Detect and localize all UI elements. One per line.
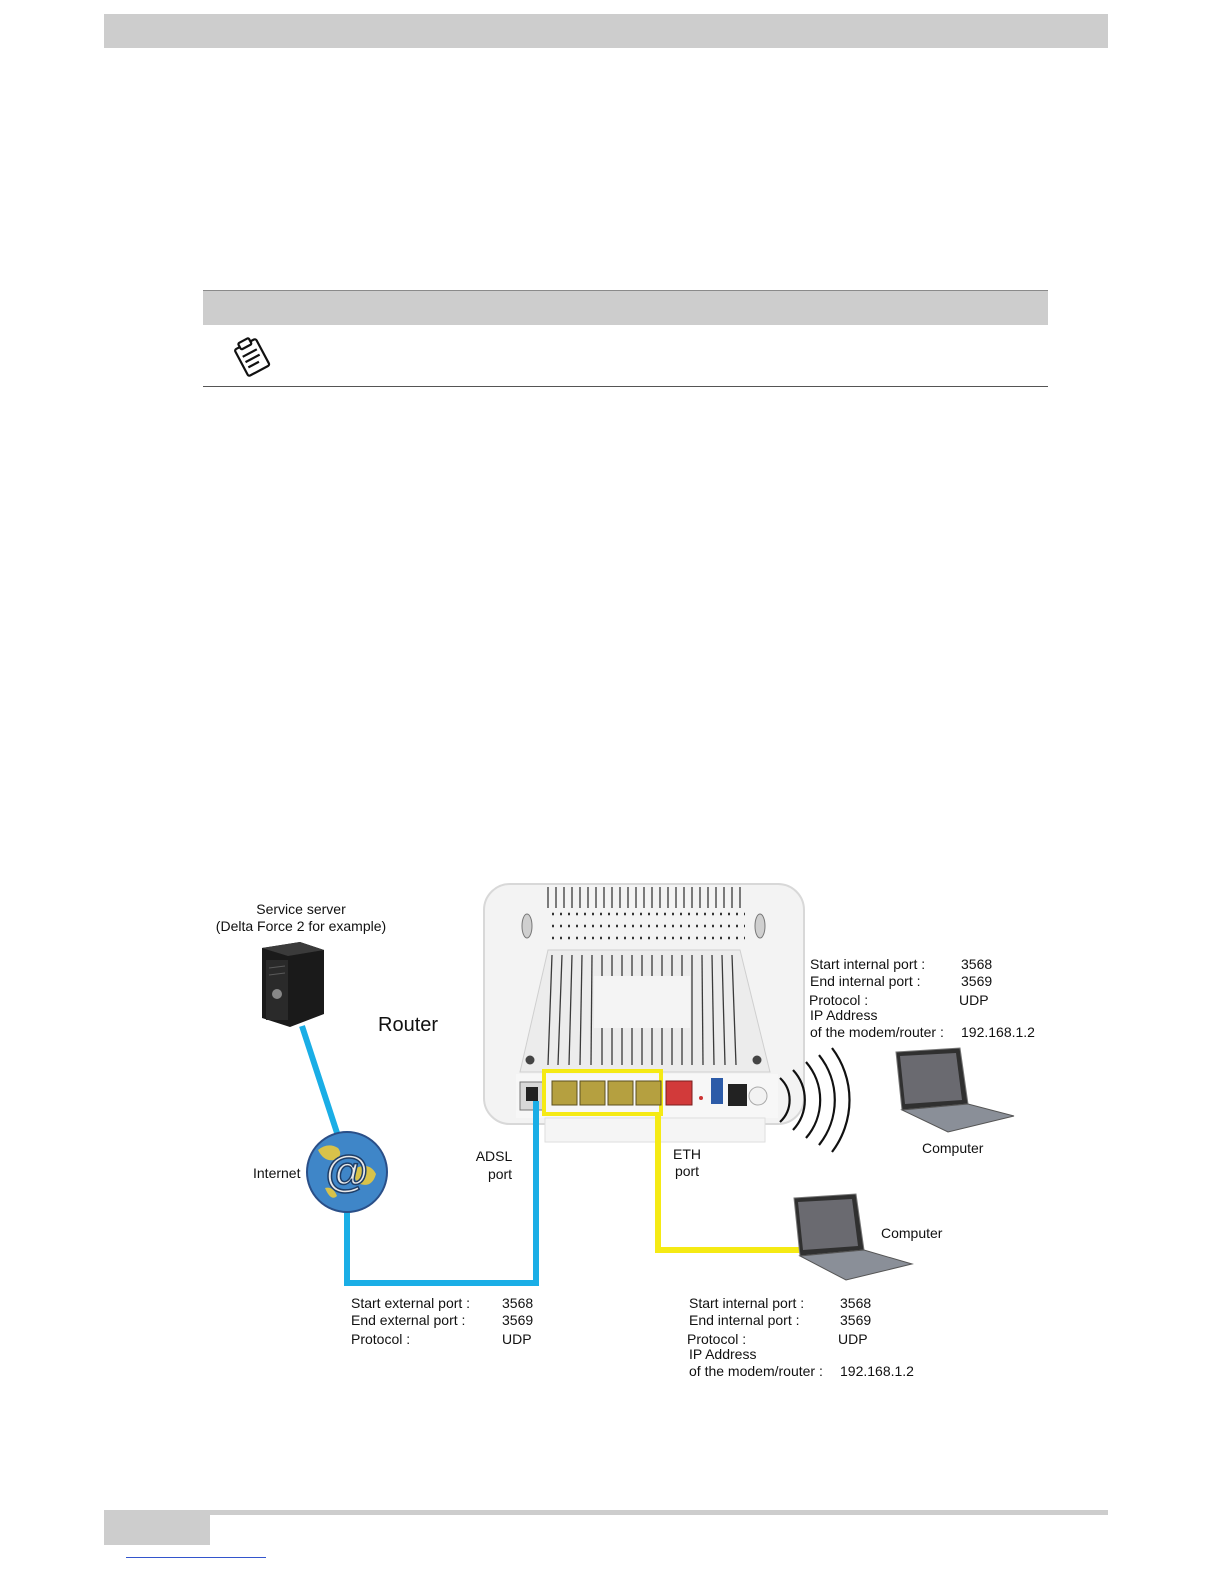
router-label: Router (378, 1014, 438, 1036)
eth-protocol-value: UDP (838, 1331, 868, 1347)
internet-label: Internet (253, 1165, 301, 1181)
ext-start-port-label: Start external port : (351, 1295, 470, 1311)
footer-page-block (104, 1515, 210, 1545)
wifi-info-block: Start internal port : 3568 End internal … (809, 956, 1035, 1040)
eth-end-port-label: End internal port : (689, 1312, 800, 1328)
eth-info-block: Start internal port : 3568 End internal … (687, 1295, 914, 1379)
adsl-port-label-2: port (488, 1166, 512, 1182)
laptop-wifi-icon (896, 1048, 1014, 1132)
wifi-end-port-value: 3569 (961, 973, 992, 989)
eth-start-port-label: Start internal port : (689, 1295, 804, 1311)
eth-ip-sublabel: of the modem/router : (689, 1363, 823, 1379)
computer-wifi-label: Computer (922, 1140, 984, 1156)
server-sublabel: (Delta Force 2 for example) (216, 918, 386, 934)
eth-ip-label: IP Address (689, 1346, 756, 1362)
eth-port-label: ETH (673, 1146, 701, 1162)
note-divider (203, 386, 1048, 387)
server-icon (262, 942, 324, 1027)
footer-rule (104, 1510, 1108, 1515)
eth-end-port-value: 3569 (840, 1312, 871, 1328)
port-forwarding-diagram: @ Service server (Delta Force 2 for exam… (0, 860, 1224, 1400)
ext-start-port-value: 3568 (502, 1295, 533, 1311)
ext-end-port-value: 3569 (502, 1312, 533, 1328)
server-label: Service server (256, 901, 346, 917)
note-header-band (203, 290, 1048, 325)
internet-globe-icon: @ (307, 1132, 387, 1212)
adsl-port-label: ADSL (476, 1148, 513, 1164)
wifi-ip-sublabel: of the modem/router : (810, 1024, 944, 1040)
ext-protocol-value: UDP (502, 1331, 532, 1347)
page-header-bar (104, 14, 1108, 48)
ext-protocol-label: Protocol : (351, 1331, 410, 1347)
wifi-protocol-label: Protocol : (809, 992, 868, 1008)
computer-eth-label: Computer (881, 1225, 943, 1241)
wifi-protocol-value: UDP (959, 992, 989, 1008)
eth-ip-value: 192.168.1.2 (840, 1363, 914, 1379)
wifi-end-port-label: End internal port : (810, 973, 921, 989)
eth-port-label-2: port (675, 1163, 699, 1179)
router-image (484, 884, 804, 1142)
svg-text:@: @ (326, 1147, 369, 1196)
note-clipboard-icon (228, 334, 278, 380)
eth-protocol-label: Protocol : (687, 1331, 746, 1347)
external-info-block: Start external port : 3568 End external … (351, 1295, 533, 1347)
footer-link-underline[interactable] (126, 1557, 266, 1558)
wifi-ip-label: IP Address (810, 1007, 877, 1023)
eth-start-port-value: 3568 (840, 1295, 871, 1311)
ext-end-port-label: End external port : (351, 1312, 465, 1328)
wifi-start-port-value: 3568 (961, 956, 992, 972)
wifi-start-port-label: Start internal port : (810, 956, 925, 972)
wifi-ip-value: 192.168.1.2 (961, 1024, 1035, 1040)
